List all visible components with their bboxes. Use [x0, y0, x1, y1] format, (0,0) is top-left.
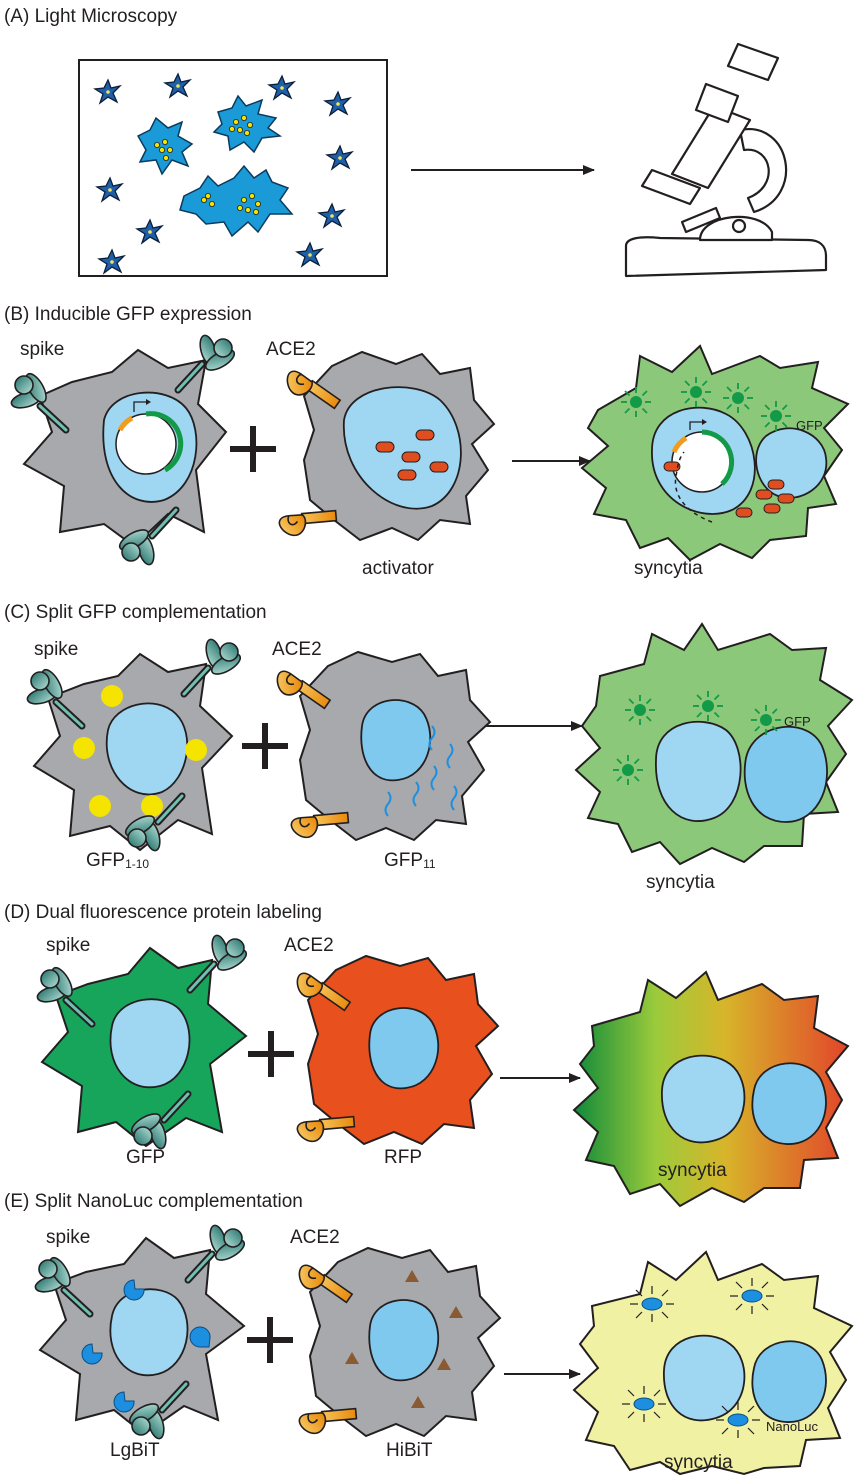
gfp-burst-icon [750, 704, 782, 736]
spike-protein-icon [188, 1224, 247, 1280]
rfp-cell-label: RFP [384, 1147, 422, 1168]
syncytia-label: syncytia [664, 1452, 733, 1473]
syncytia-label: syncytia [658, 1160, 727, 1181]
syncytium-c [574, 622, 854, 866]
syncytium-e [572, 1250, 854, 1476]
plus-icon [247, 1317, 293, 1363]
gfp-burst-icon [680, 376, 712, 408]
panel-b-title: (B) Inducible GFP expression [4, 304, 252, 325]
nanoluc-label: NanoLuc [766, 1419, 819, 1434]
gfp-burst-icon [722, 382, 754, 414]
gfp-burst-icon [612, 754, 644, 786]
hibit-cell [295, 1246, 502, 1450]
gfp-cell-label: GFP [126, 1147, 165, 1168]
gfp-label: GFP [796, 418, 823, 433]
gfp1-10-label: GFP1-10 [86, 850, 149, 871]
ace2-label: ACE2 [272, 639, 322, 660]
spike-label: spike [34, 639, 78, 660]
plus-icon [248, 1031, 294, 1077]
syncytium-d [572, 970, 850, 1208]
gfp-cell [36, 934, 250, 1151]
ace2-label: ACE2 [284, 935, 334, 956]
panel-d: (D) Dual fluorescence protein labeling s… [4, 902, 850, 1208]
plus-icon [242, 723, 288, 769]
panel-e: (E) Split NanoLuc complementation spike … [4, 1191, 854, 1476]
panel-a-title: (A) Light Microscopy [4, 6, 178, 27]
spike-cell [26, 638, 244, 853]
lgbit-label: LgBiT [110, 1440, 160, 1461]
panel-c-title: (C) Split GFP complementation [4, 602, 267, 623]
gfp11-label: GFP11 [384, 850, 436, 871]
nanoluc-burst-icon [629, 1285, 675, 1323]
nanoluc-burst-icon [621, 1385, 667, 1423]
activator-label: activator [362, 558, 434, 579]
spike-label: spike [46, 1227, 90, 1248]
ace2-label: ACE2 [266, 339, 316, 360]
hibit-label: HiBiT [386, 1440, 433, 1461]
gfp-label: GFP [784, 714, 811, 729]
panel-b: (B) Inducible GFP expression spike ACE2 [4, 304, 850, 579]
spike-protein-icon [190, 934, 249, 990]
ace2-cell [275, 350, 496, 552]
syncytium-b [580, 344, 850, 562]
spike-cell [10, 334, 238, 567]
syncytia-label: syncytia [646, 872, 715, 893]
nanoluc-burst-icon [715, 1401, 761, 1439]
panel-a: (A) Light Microscopy [4, 6, 828, 278]
gfp-burst-icon [760, 400, 792, 432]
nanoluc-burst-icon [729, 1277, 775, 1315]
gfp-burst-icon [692, 690, 724, 722]
spike-label: spike [20, 339, 64, 360]
panel-d-title: (D) Dual fluorescence protein labeling [4, 902, 322, 923]
spike-protein-icon [178, 334, 237, 390]
ace2-cell [276, 650, 492, 854]
microscope-icon [624, 42, 828, 278]
spike-label: spike [46, 935, 90, 956]
syncytia-label: syncytia [634, 558, 703, 579]
microscopy-field-frame [78, 59, 388, 277]
microscopy-syncytia [136, 94, 294, 238]
gfp-burst-icon [620, 386, 652, 418]
rfp-cell [293, 954, 500, 1158]
plus-icon [230, 426, 276, 472]
ace2-label: ACE2 [290, 1227, 340, 1248]
lgbit-cell [34, 1224, 248, 1441]
panel-c: (C) Split GFP complementation spike ACE2… [4, 602, 854, 893]
gfp-burst-icon [624, 694, 656, 726]
panel-e-title: (E) Split NanoLuc complementation [4, 1191, 303, 1212]
